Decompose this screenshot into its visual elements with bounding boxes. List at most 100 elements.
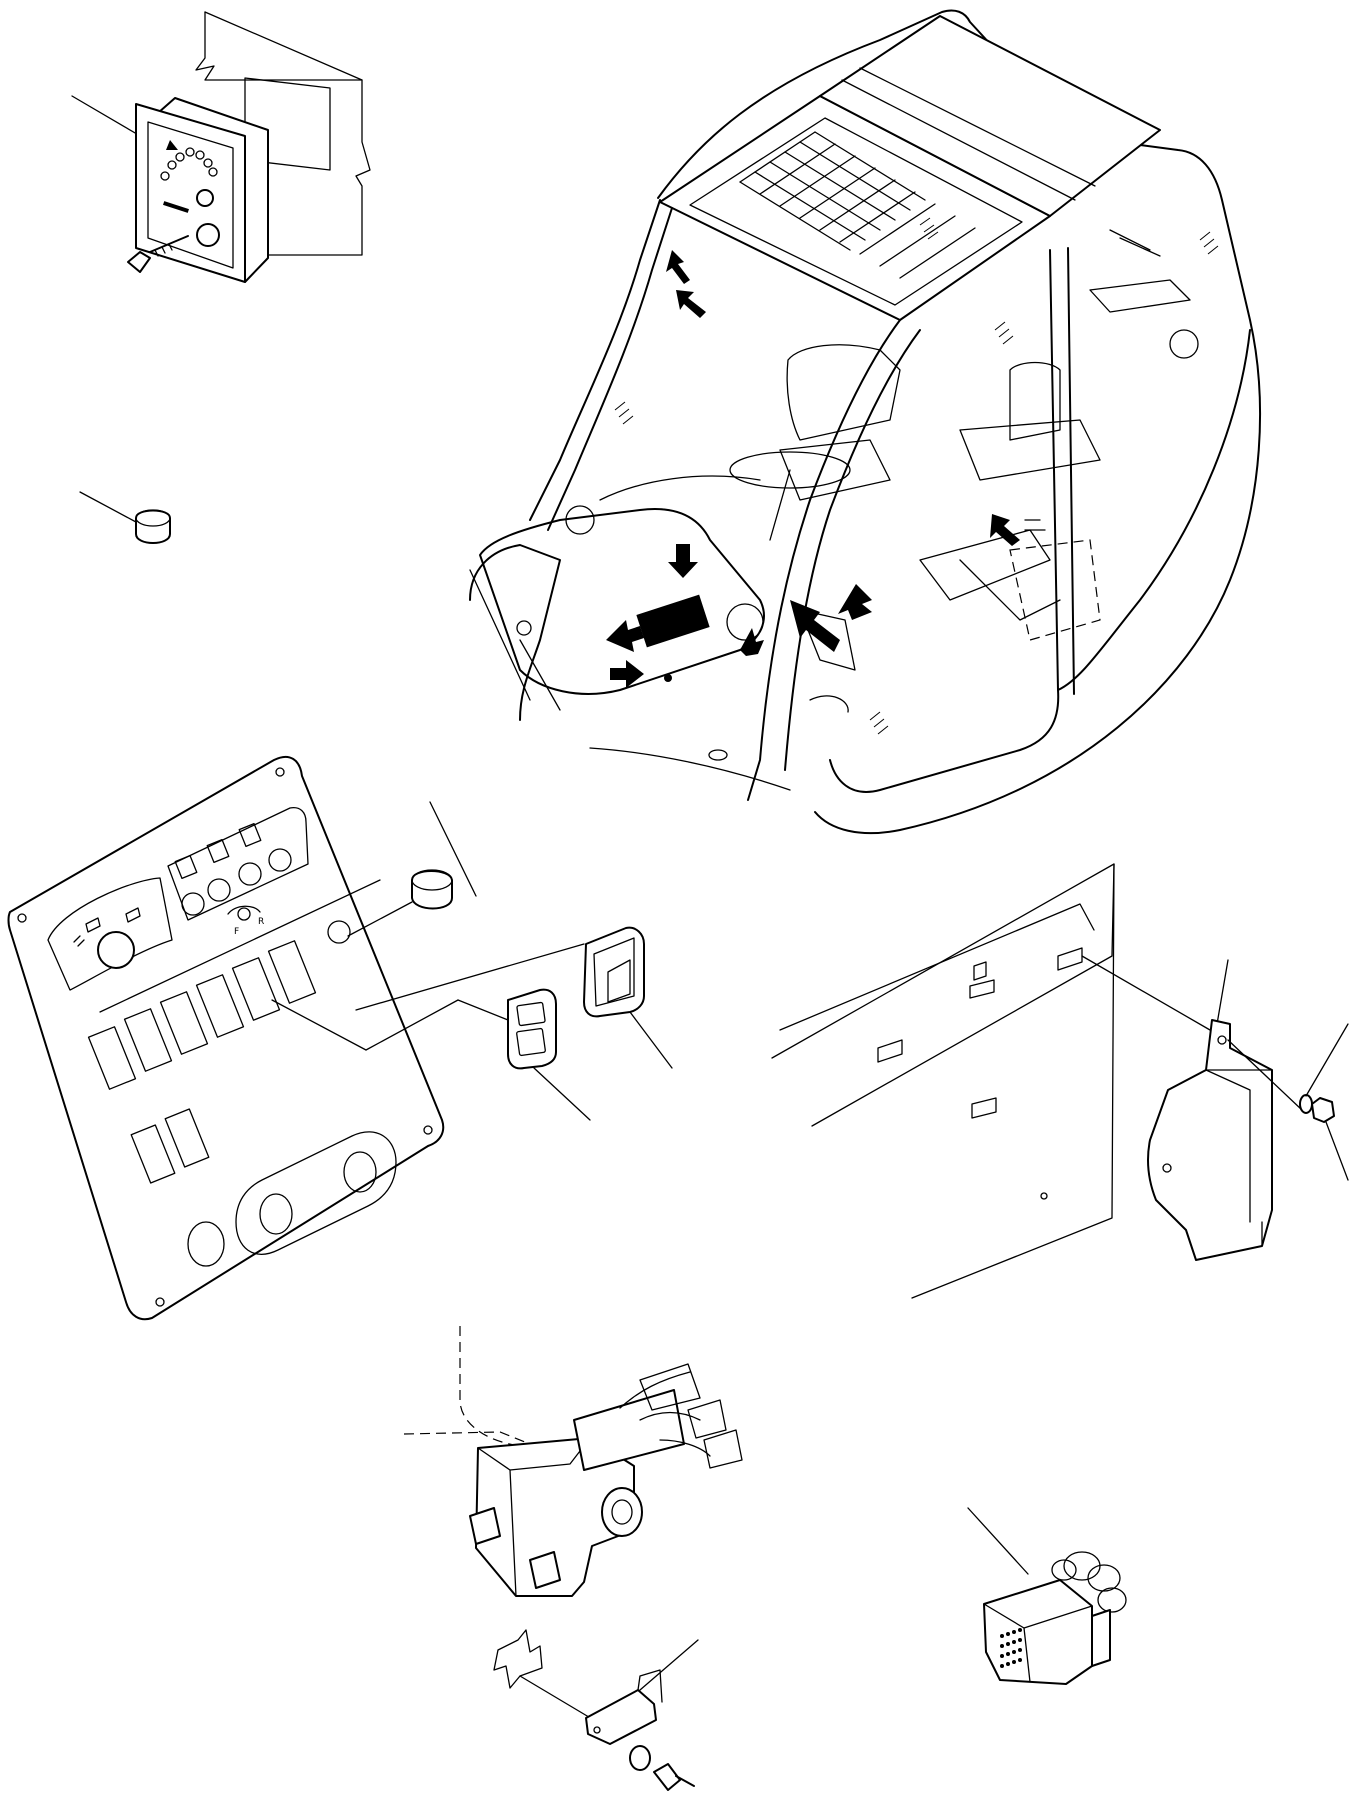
panel-lower-hole: [187, 1221, 225, 1267]
reverse-label: R: [258, 917, 264, 927]
solenoid-connector-c: [703, 1429, 743, 1469]
gauge-cluster-right: [167, 806, 309, 921]
bracket-bolt-head: [653, 1763, 681, 1791]
direction-selector: F R: [227, 905, 264, 937]
panel-hole-br: [423, 1125, 433, 1135]
bracket-washer: [629, 1745, 651, 1771]
dash-bolt: [664, 674, 672, 682]
dash-port-left: [565, 505, 595, 535]
gauge-dial: [196, 223, 220, 247]
connector-latch: [1091, 1609, 1111, 1667]
leader-relay: [1215, 959, 1229, 1031]
leader-stud-to-relay: [1081, 955, 1211, 1031]
arrow-dash-down: [668, 544, 698, 578]
cab-roof-frame: [657, 9, 1262, 835]
leader-bracket: [639, 1639, 699, 1691]
valve-block-assembly: [403, 1326, 743, 1597]
rocker-switch-b: [271, 988, 591, 1121]
panel-round-cap: [347, 801, 477, 937]
seat-back: [1009, 361, 1061, 441]
instrument-panel-assembly: F R: [7, 755, 445, 1321]
connector-pins: [1000, 1628, 1022, 1668]
bracket-assembly: [493, 1629, 699, 1791]
hidden-controller-outline: [1009, 539, 1101, 641]
switch-cutouts-lower: [130, 1108, 210, 1184]
leader-switch-a-1: [355, 943, 585, 1011]
plate-edge: [204, 11, 363, 81]
forward-label: F: [234, 927, 239, 937]
panel-round-hole: [327, 920, 351, 944]
plate-studs: [877, 947, 1083, 1200]
rocker-switch-a: [355, 926, 673, 1069]
plug-cap-item: [79, 491, 171, 544]
leader-connector: [967, 1507, 1029, 1575]
gauge-mounting-screw: [127, 235, 189, 273]
leader-plug-cap: [79, 491, 137, 523]
indicator-lamp-row: [181, 848, 292, 916]
solenoid-connector-b: [687, 1399, 727, 1439]
panel-oval-cutout: [235, 1131, 397, 1255]
leader-cap-to-panel: [347, 901, 413, 937]
panel-hole-tr: [275, 767, 285, 777]
cab-door-frame: [829, 249, 1060, 793]
arrow-roof-right: [676, 290, 706, 318]
axle-indicator-icons: [174, 823, 262, 879]
arrow-right-pillar: [990, 514, 1020, 546]
glass-hatching: [614, 217, 1219, 735]
gauge-center-dial: [97, 931, 135, 969]
gauge-label-strip: [163, 201, 189, 213]
relay-washer-nut: [1227, 1023, 1349, 1181]
leader-washer: [1305, 1023, 1349, 1097]
solenoid-connector-a: [639, 1363, 701, 1411]
relay-mounting-plate: [771, 863, 1211, 1299]
connector-wire-loops: [1051, 1551, 1127, 1613]
valve-hidden-edge: [459, 1326, 591, 1453]
instrument-panel-plate: [7, 755, 445, 1321]
cab-assembly: [469, 9, 1262, 835]
leader-switch-a-2: [629, 1011, 673, 1069]
bracket: [585, 1689, 657, 1745]
valve-port: [601, 1487, 643, 1537]
gauge-module-assembly: [71, 11, 371, 283]
valve-plug-lower: [529, 1551, 561, 1589]
indicator-lamps: [160, 147, 218, 181]
panel-hole-bl: [155, 1297, 165, 1307]
connector-assembly: [967, 1507, 1127, 1685]
gauge-cluster-left: [47, 877, 173, 991]
gauge-module-face: [147, 121, 234, 269]
gauge-knob: [196, 189, 214, 207]
leader-switch-b-panel: [271, 999, 367, 1051]
arrow-port-up: [740, 628, 764, 656]
panel-hole-tl: [17, 913, 27, 923]
arrow-door-down: [838, 584, 872, 620]
cab-rear-port: [1169, 329, 1199, 359]
arrow-door-large: [790, 600, 840, 652]
plug-cap: [135, 509, 171, 544]
solenoid-body: [573, 1389, 685, 1471]
cab-left-pillar: [529, 199, 661, 521]
roof-grille-slots: [739, 131, 976, 279]
cab-front-body: [469, 544, 561, 721]
cab-front-right-pillar: [747, 319, 901, 801]
leader-nut: [1325, 1121, 1349, 1181]
connector-body: [983, 1579, 1093, 1685]
dash-port-right: [726, 603, 764, 641]
steering-wheel: [729, 451, 851, 489]
relay-unit: [1147, 959, 1273, 1261]
leader-gauge-module: [71, 95, 143, 138]
arrow-dash-up-left: [606, 620, 644, 652]
valve-plug-left: [469, 1507, 501, 1545]
gauge-icons-left: [73, 907, 141, 947]
switch-cutouts-upper: [87, 940, 317, 1090]
cab-control-unit: [636, 594, 710, 648]
leader-switch-b: [533, 1067, 591, 1121]
warning-icon: [166, 140, 178, 150]
operator-seat: [786, 344, 901, 441]
roof-grille-area: [689, 117, 1023, 306]
bracket-mount-plate: [493, 1629, 543, 1689]
gauge-module-bezel: [135, 103, 246, 283]
cab-dashboard: [479, 508, 765, 695]
panel-divider-line: [99, 879, 381, 1013]
arrow-roof-left: [666, 250, 690, 284]
